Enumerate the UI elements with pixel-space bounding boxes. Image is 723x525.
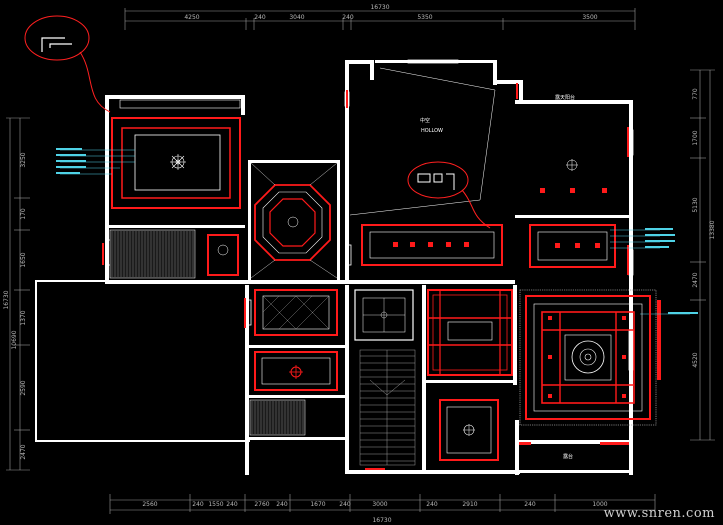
dim-right-5: 4520 <box>692 352 699 367</box>
chandelier-icon <box>170 154 186 170</box>
dim-bottom-1: 2560 <box>142 501 157 508</box>
ceiling-octagon <box>250 162 338 279</box>
dim-bottom-12: 240 <box>524 501 536 508</box>
dim-bottom-6: 240 <box>276 501 288 508</box>
dim-bottom-7: 1670 <box>310 501 325 508</box>
dimension-bottom <box>109 494 656 514</box>
ceiling-mid-left <box>254 289 338 336</box>
dim-bottom-5: 2760 <box>254 501 269 508</box>
dim-right-2: 1700 <box>692 130 699 145</box>
room-label-bottom-right: 露台 <box>563 453 573 460</box>
dim-right-total: 13380 <box>709 220 716 239</box>
dim-bottom-9: 3000 <box>372 501 387 508</box>
callout-center <box>407 161 491 229</box>
callout-detail-top-left <box>41 37 72 52</box>
watermark: www.snren.com <box>603 506 715 521</box>
dim-top-4: 240 <box>342 14 354 21</box>
dim-bottom-4: 240 <box>226 501 238 508</box>
dim-bottom-3: 1550 <box>208 501 223 508</box>
dim-left-2: 170 <box>20 208 27 220</box>
dim-left-7: 10690 <box>11 330 18 349</box>
walls <box>35 60 633 475</box>
dim-top-3: 3040 <box>289 14 304 21</box>
hatch-block-left <box>109 229 196 279</box>
ceiling-mid-center <box>354 289 414 341</box>
dim-bottom-8: 240 <box>339 501 351 508</box>
dim-top-5: 5350 <box>417 14 432 21</box>
small-square-ceiling <box>207 234 239 276</box>
callout-detail-center <box>417 173 455 190</box>
ceiling-top-left <box>111 99 241 209</box>
ceiling-lower-small <box>249 399 306 436</box>
room-label-hollow-en: HOLLOW <box>421 128 443 134</box>
dim-right-1: 770 <box>692 88 699 100</box>
room-label-top-right: 露天阳台 <box>555 94 575 101</box>
dim-bottom-2: 240 <box>192 501 204 508</box>
dimension-top <box>124 8 636 30</box>
ceiling-large-square <box>519 289 657 426</box>
ceiling-right-room <box>529 224 616 268</box>
dim-left-5: 2590 <box>20 380 27 395</box>
dim-bottom-11: 2910 <box>462 501 477 508</box>
dim-left-4: 1370 <box>20 310 27 325</box>
dim-bottom-total: 16730 <box>372 517 391 524</box>
dimension-left <box>6 117 30 471</box>
room-label-hollow-cn: 中空 <box>420 117 430 124</box>
dim-top-6: 3500 <box>582 14 597 21</box>
staircase <box>359 349 416 466</box>
ceiling-lower-left <box>254 351 338 391</box>
dim-left-1: 3250 <box>20 152 27 167</box>
ceiling-lower-center <box>439 399 499 461</box>
dim-left-3: 1650 <box>20 252 27 267</box>
dim-right-4: 2470 <box>692 272 699 287</box>
dim-bottom-10: 240 <box>426 501 438 508</box>
dim-right-3: 5130 <box>692 197 699 212</box>
annotation-text-left <box>56 148 86 174</box>
dim-left-total: 16730 <box>3 290 10 309</box>
dim-top-total: 16730 <box>370 4 389 11</box>
dim-top-1: 4250 <box>184 14 199 21</box>
ceiling-living-long <box>361 224 503 266</box>
chandelier-top-right <box>566 159 578 171</box>
wall-accents-red <box>102 83 661 470</box>
annotation-text-right <box>645 228 698 314</box>
callout-top-left <box>24 15 111 113</box>
dim-left-6: 2470 <box>20 444 27 459</box>
dimension-right <box>690 69 715 441</box>
dim-bottom-13: 1000 <box>592 501 607 508</box>
ceiling-mid-grid <box>427 289 513 376</box>
dim-top-2: 240 <box>254 14 266 21</box>
hollow-area: 中空 HOLLOW <box>349 67 496 216</box>
ceiling-spots-right <box>540 188 607 193</box>
